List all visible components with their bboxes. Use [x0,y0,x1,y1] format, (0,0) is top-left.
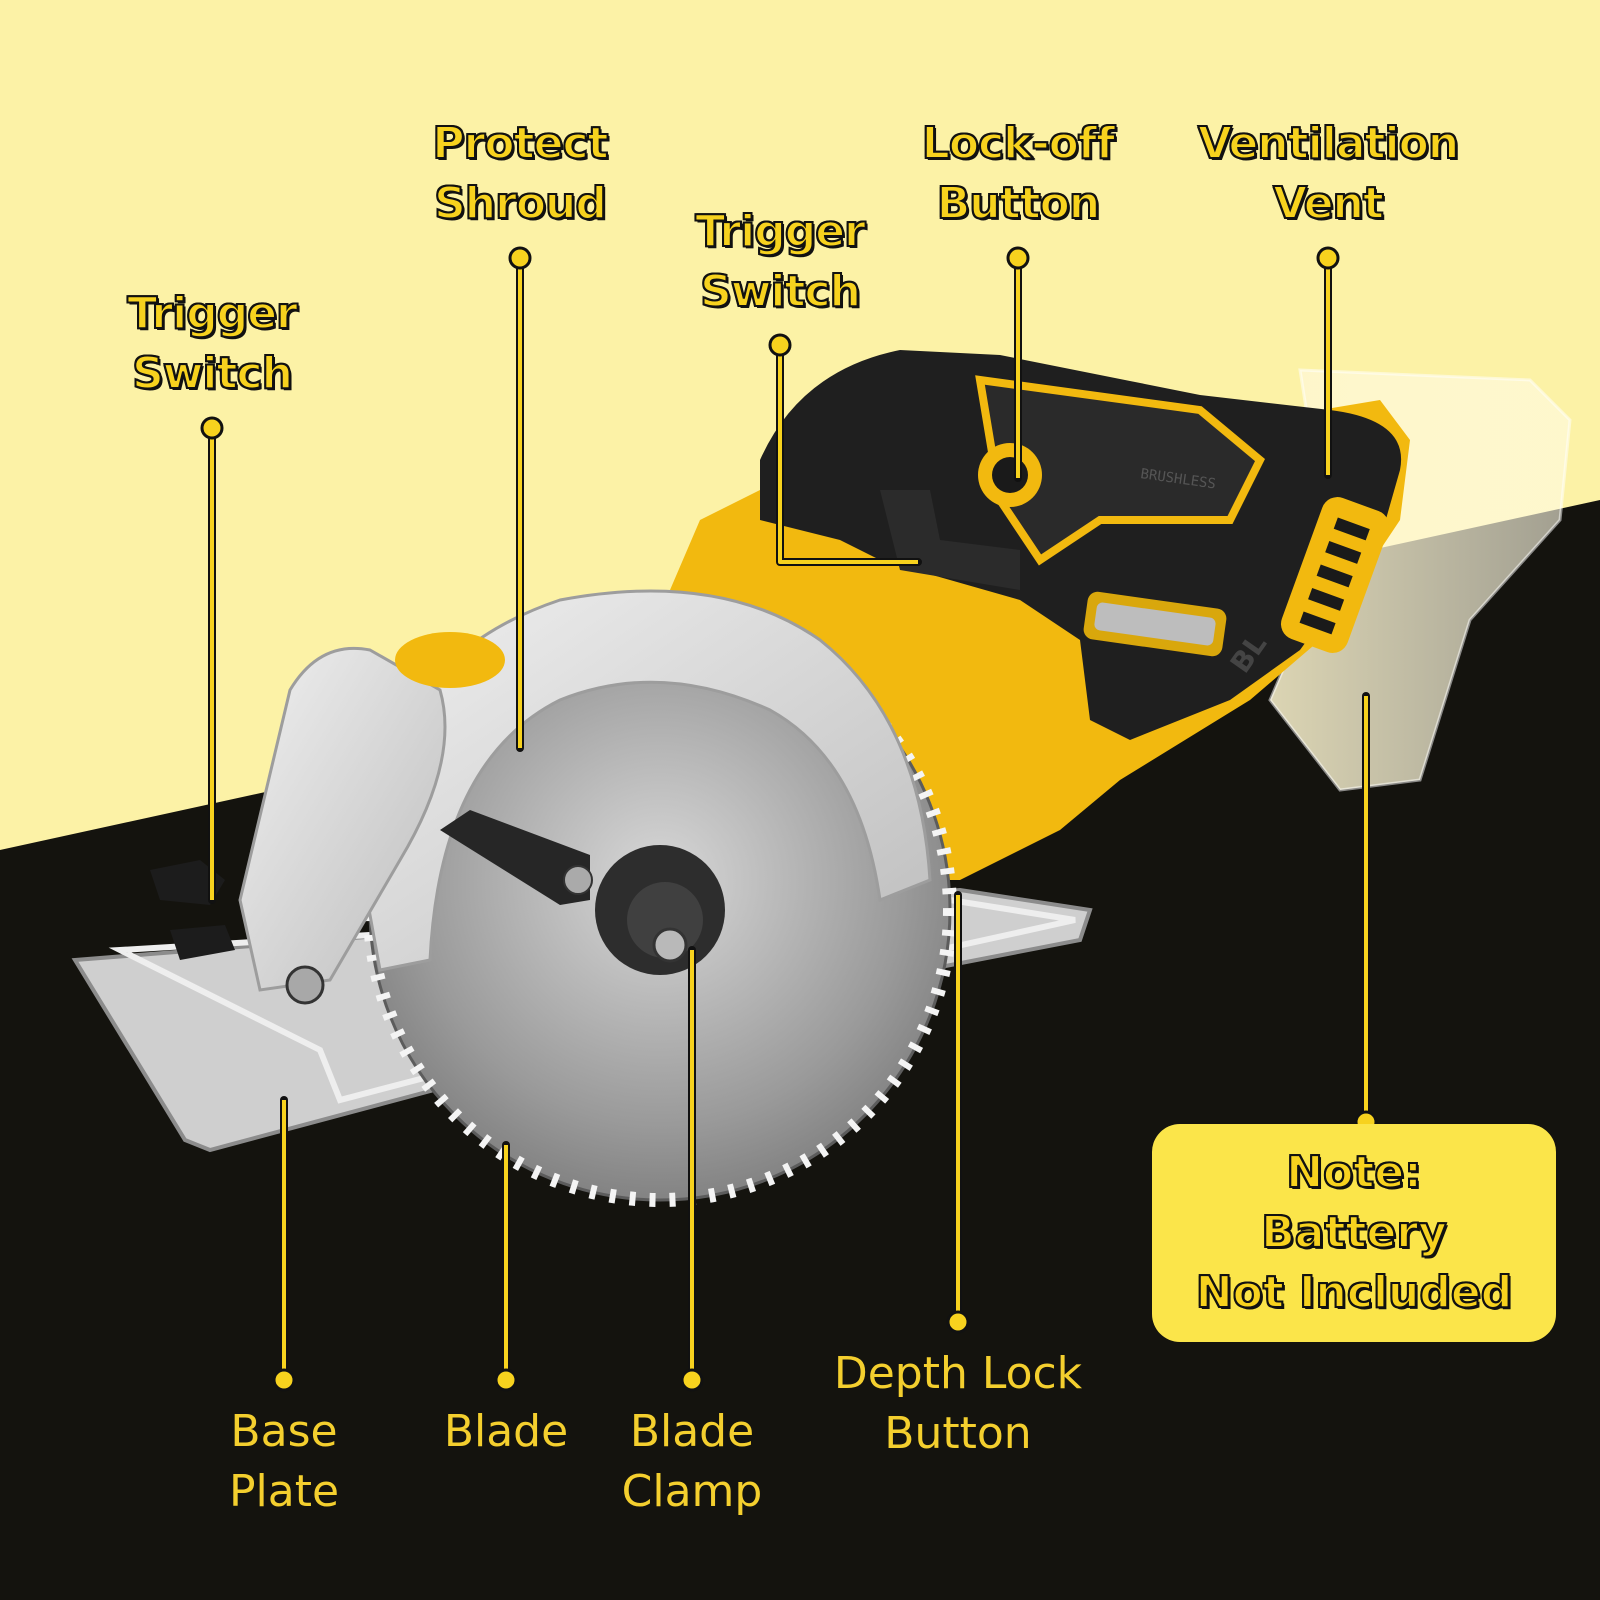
note-line-1: Note: [1285,1146,1423,1199]
circle-dot-icon [768,333,792,357]
note-line-3: Not Included [1195,1266,1513,1319]
side-switch-inner [1094,602,1216,646]
circle-dot-icon [272,1368,296,1392]
circle-dot-icon [1006,246,1030,270]
circle-dot-icon [946,1310,970,1334]
motor-yellow [395,632,505,688]
label-ventilation-vent: Ventilation Vent [1197,117,1460,230]
vent-slots [1299,517,1370,635]
label-trigger-switch-center: Trigger Switch [694,205,867,318]
note-line-2: Battery [1260,1206,1448,1259]
guard-lever [440,810,590,905]
saw-blade-teeth [363,613,957,1207]
label-blade: Blade [443,1406,569,1457]
protect-shroud [358,589,932,972]
leader-trigger-center-shadow [776,341,922,566]
battery-note-box: Note: Battery Not Included [1152,1124,1556,1342]
front-knob [150,860,225,905]
front-knob-lower [170,925,235,960]
label-protect-shroud: Protect Shroud [431,117,609,230]
handle-grip-trim [975,375,1265,566]
blade-clamp-bolt [652,927,688,963]
label-lock-off-button: Lock-off Button [921,117,1116,230]
label-base-plate: Base Plate [228,1406,340,1517]
circle-dot-icon [508,246,532,270]
lever-screw [563,865,593,895]
circle-dot-icon [680,1368,704,1392]
front-screw [285,965,325,1005]
circle-dot-icon [200,416,224,440]
circle-dot-icon [494,1368,518,1392]
label-blade-clamp: Blade Clamp [621,1406,763,1517]
label-trigger-switch-left: Trigger Switch [126,287,299,400]
label-depth-lock-button: Depth Lock Button [833,1348,1083,1459]
circle-dot-icon [1316,246,1340,270]
front-guard [238,646,447,992]
leader-trigger-center [778,345,918,564]
